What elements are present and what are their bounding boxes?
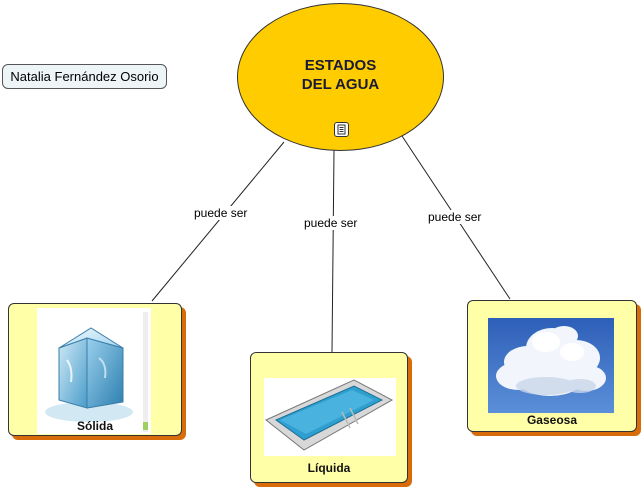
node-gaseosa[interactable]: Gaseosa xyxy=(467,300,637,432)
node-liquida[interactable]: Líquida xyxy=(250,352,408,483)
node-label-solida: Sólida xyxy=(76,419,113,433)
node-solida[interactable]: Sólida xyxy=(8,303,182,436)
link-label-liquida: puede ser xyxy=(303,216,359,230)
main-concept-node[interactable]: ESTADOS DEL AGUA xyxy=(237,3,444,151)
node-label-liquida: Líquida xyxy=(307,461,351,475)
clouds-image xyxy=(488,318,614,413)
connector-liquida xyxy=(331,149,335,353)
ice-cube-image xyxy=(37,308,151,434)
main-concept-title: ESTADOS DEL AGUA xyxy=(301,57,380,93)
connector-solida xyxy=(151,141,285,302)
link-label-solida: puede ser xyxy=(193,206,249,220)
swimming-pool-image xyxy=(264,378,396,456)
node-label-gaseosa: Gaseosa xyxy=(526,413,578,427)
link-label-gaseosa: puede ser xyxy=(427,210,483,224)
document-icon[interactable] xyxy=(334,122,349,137)
author-label: Natalia Fernández Osorio xyxy=(2,64,167,89)
